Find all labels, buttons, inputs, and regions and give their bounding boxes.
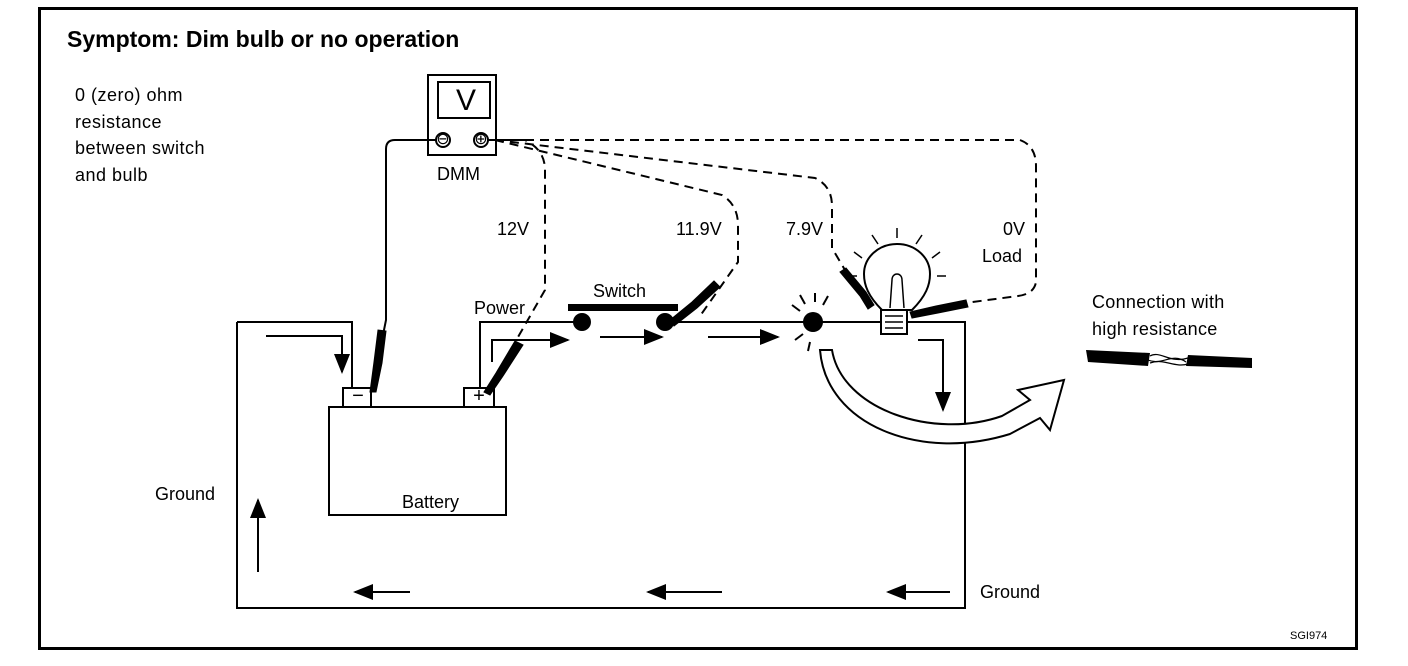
figure-code: SGI974 [1290,630,1328,642]
ground-label-left: Ground [155,484,216,504]
battery-label: Battery [402,492,460,512]
high-resistance-connection [791,293,829,352]
switch-label: Switch [593,281,647,301]
bulb-icon [848,228,946,335]
reading-0v: 0V [1003,219,1026,239]
meter-leads [375,139,1037,373]
switch-contact-left [573,313,591,331]
dmm-plus-symbol: ⊕ [474,131,488,148]
power-label: Power [474,298,526,318]
circuit-wires [236,321,966,609]
connection-line: Connection with [1092,292,1225,312]
switch-contact-right [656,313,674,331]
connection-line: high resistance [1092,319,1218,339]
lead-0v [495,139,1037,306]
note-line: and bulb [75,164,149,185]
ground-wire-top [237,321,353,392]
note-line: between switch [75,138,206,158]
curved-flow-arrow [818,349,1066,445]
probes [369,267,969,396]
reading-12v: 12V [497,219,530,239]
note-line: resistance [75,111,163,132]
lead-12v [488,139,546,373]
load-label: Load [982,246,1023,266]
power-wire [479,321,582,392]
resistance-note: 0 (zero) ohm resistance between switch a… [75,82,205,188]
dmm-minus-symbol: ⊖ [436,131,450,148]
diagram-title: Symptom: Dim bulb or no operation [67,26,460,52]
current-arrows [250,329,951,600]
diagram-frame [38,7,1358,650]
negative-lead [375,139,436,371]
reading-7-9v: 7.9V [786,219,824,239]
connection-note: Connection with high resistance [1092,289,1225,343]
dmm [427,74,497,156]
dmm-label: DMM [437,164,480,184]
switch [568,304,678,331]
lead-7-9v [494,139,853,283]
ground-label-bottom: Ground [980,582,1041,602]
reading-11-9v: 11.9V [676,219,722,239]
note-line: 0 (zero) ohm [75,85,184,105]
dmm-display [437,81,491,119]
battery-negative-terminal [342,387,372,408]
ground-wire-loop [236,321,966,609]
battery-body [328,406,507,516]
battery-minus-symbol: − [352,385,364,407]
dmm-display-label: V [455,84,476,117]
battery-plus-symbol: + [473,385,485,407]
damaged-wire-icon [1086,350,1252,368]
switch-bar [568,304,678,311]
battery [328,387,507,516]
